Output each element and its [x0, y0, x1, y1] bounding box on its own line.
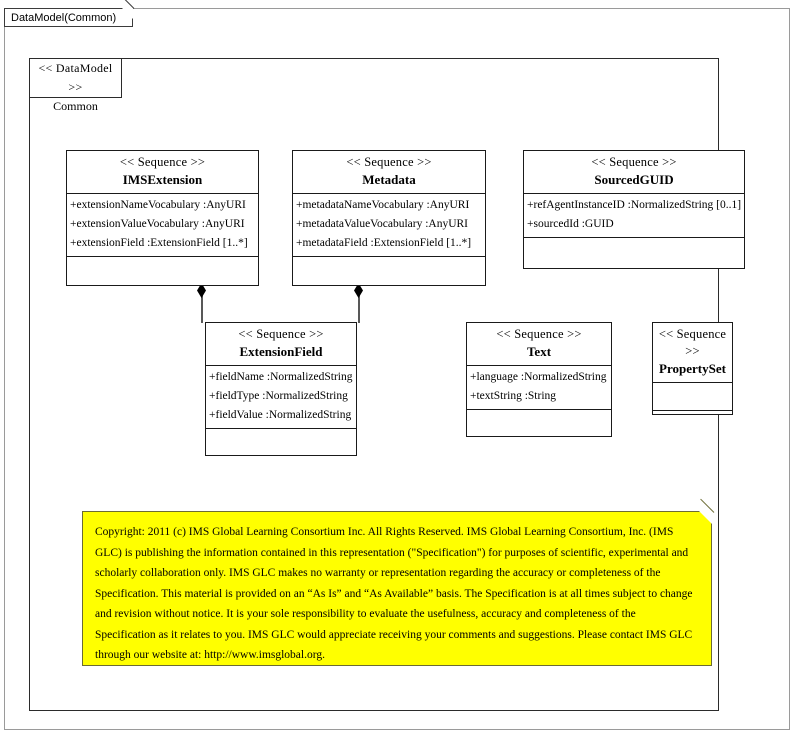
class-operations-sourcedguid [524, 238, 744, 252]
note-fold-corner-icon [699, 511, 712, 524]
package-name: Common [53, 99, 98, 113]
class-name: IMSExtension [122, 172, 203, 187]
class-box-imsextension[interactable]: << Sequence >> IMSExtension +extensionNa… [66, 150, 259, 286]
class-attribute: +textString :String [470, 390, 557, 402]
class-header-sourcedguid: << Sequence >> SourcedGUID [524, 151, 744, 194]
class-box-text[interactable]: << Sequence >> Text +language :Normalize… [466, 322, 612, 437]
class-attribute: +metadataNameVocabulary :AnyURI [296, 199, 470, 211]
class-attributes-extensionfield: +fieldName :NormalizedString +fieldType … [206, 366, 356, 429]
composition-line-metadata-vertical [358, 285, 360, 323]
class-header-propertyset: << Sequence >> PropertySet [653, 323, 732, 383]
class-attribute: +metadataValueVocabulary :AnyURI [296, 218, 469, 230]
class-stereotype: << Sequence >> [591, 155, 677, 169]
class-header-text: << Sequence >> Text [467, 323, 611, 366]
composition-line-imsextension-vertical [201, 285, 203, 323]
class-attribute: +extensionValueVocabulary :AnyURI [70, 218, 245, 230]
class-attribute: +fieldName :NormalizedString [209, 371, 353, 383]
class-stereotype: << Sequence >> [238, 327, 324, 341]
copyright-note-text: Copyright: 2011 (c) IMS Global Learning … [95, 526, 693, 661]
class-attributes-metadata: +metadataNameVocabulary :AnyURI +metadat… [293, 194, 485, 257]
class-attributes-propertyset [653, 383, 732, 411]
diagram-frame-tab-label: DataModel(Common) [11, 12, 117, 24]
class-stereotype: << Sequence >> [658, 327, 727, 358]
class-attributes-sourcedguid: +refAgentInstanceID :NormalizedString [0… [524, 194, 744, 238]
class-stereotype: << Sequence >> [496, 327, 582, 341]
class-attribute: +language :NormalizedString [470, 371, 607, 383]
class-name: PropertySet [659, 361, 726, 376]
class-box-extensionfield[interactable]: << Sequence >> ExtensionField +fieldName… [205, 322, 357, 456]
class-operations-extensionfield [206, 429, 356, 443]
copyright-note[interactable]: Copyright: 2011 (c) IMS Global Learning … [82, 498, 715, 666]
class-name: ExtensionField [239, 344, 323, 359]
class-box-sourcedguid[interactable]: << Sequence >> SourcedGUID +refAgentInst… [523, 150, 745, 269]
class-attribute: +metadataField :ExtensionField [1..*] [296, 237, 472, 249]
composition-diamond-imsextension [197, 283, 206, 298]
class-box-metadata[interactable]: << Sequence >> Metadata +metadataNameVoc… [292, 150, 486, 286]
composition-diamond-metadata [354, 283, 363, 298]
class-box-propertyset[interactable]: << Sequence >> PropertySet [652, 322, 733, 415]
class-operations-text [467, 410, 611, 424]
class-attribute: +refAgentInstanceID :NormalizedString [0… [527, 199, 742, 211]
class-header-imsextension: << Sequence >> IMSExtension [67, 151, 258, 194]
package-tab-datamodel-common[interactable]: << DataModel >> Common [29, 58, 122, 113]
class-attribute: +fieldValue :NormalizedString [209, 409, 352, 421]
package-stereotype: << DataModel >> [38, 61, 113, 94]
class-operations-imsextension [67, 257, 258, 271]
class-attribute: +fieldType :NormalizedString [209, 390, 348, 402]
class-attribute: +extensionField :ExtensionField [1..*] [70, 237, 248, 249]
class-attribute: +extensionNameVocabulary :AnyURI [70, 199, 246, 211]
class-header-extensionfield: << Sequence >> ExtensionField [206, 323, 356, 366]
class-attributes-text: +language :NormalizedString +textString … [467, 366, 611, 410]
class-attribute: +sourcedId :GUID [527, 218, 614, 230]
diagram-frame-tab: DataModel(Common) [4, 0, 135, 27]
class-stereotype: << Sequence >> [346, 155, 432, 169]
frame-tab-corner-icon [122, 8, 134, 19]
class-operations-propertyset [653, 411, 732, 425]
class-operations-metadata [293, 257, 485, 271]
class-header-metadata: << Sequence >> Metadata [293, 151, 485, 194]
class-name: Text [526, 344, 552, 359]
class-name: SourcedGUID [594, 172, 674, 187]
class-attributes-imsextension: +extensionNameVocabulary :AnyURI +extens… [67, 194, 258, 257]
class-name: Metadata [362, 172, 416, 187]
class-stereotype: << Sequence >> [119, 155, 206, 169]
